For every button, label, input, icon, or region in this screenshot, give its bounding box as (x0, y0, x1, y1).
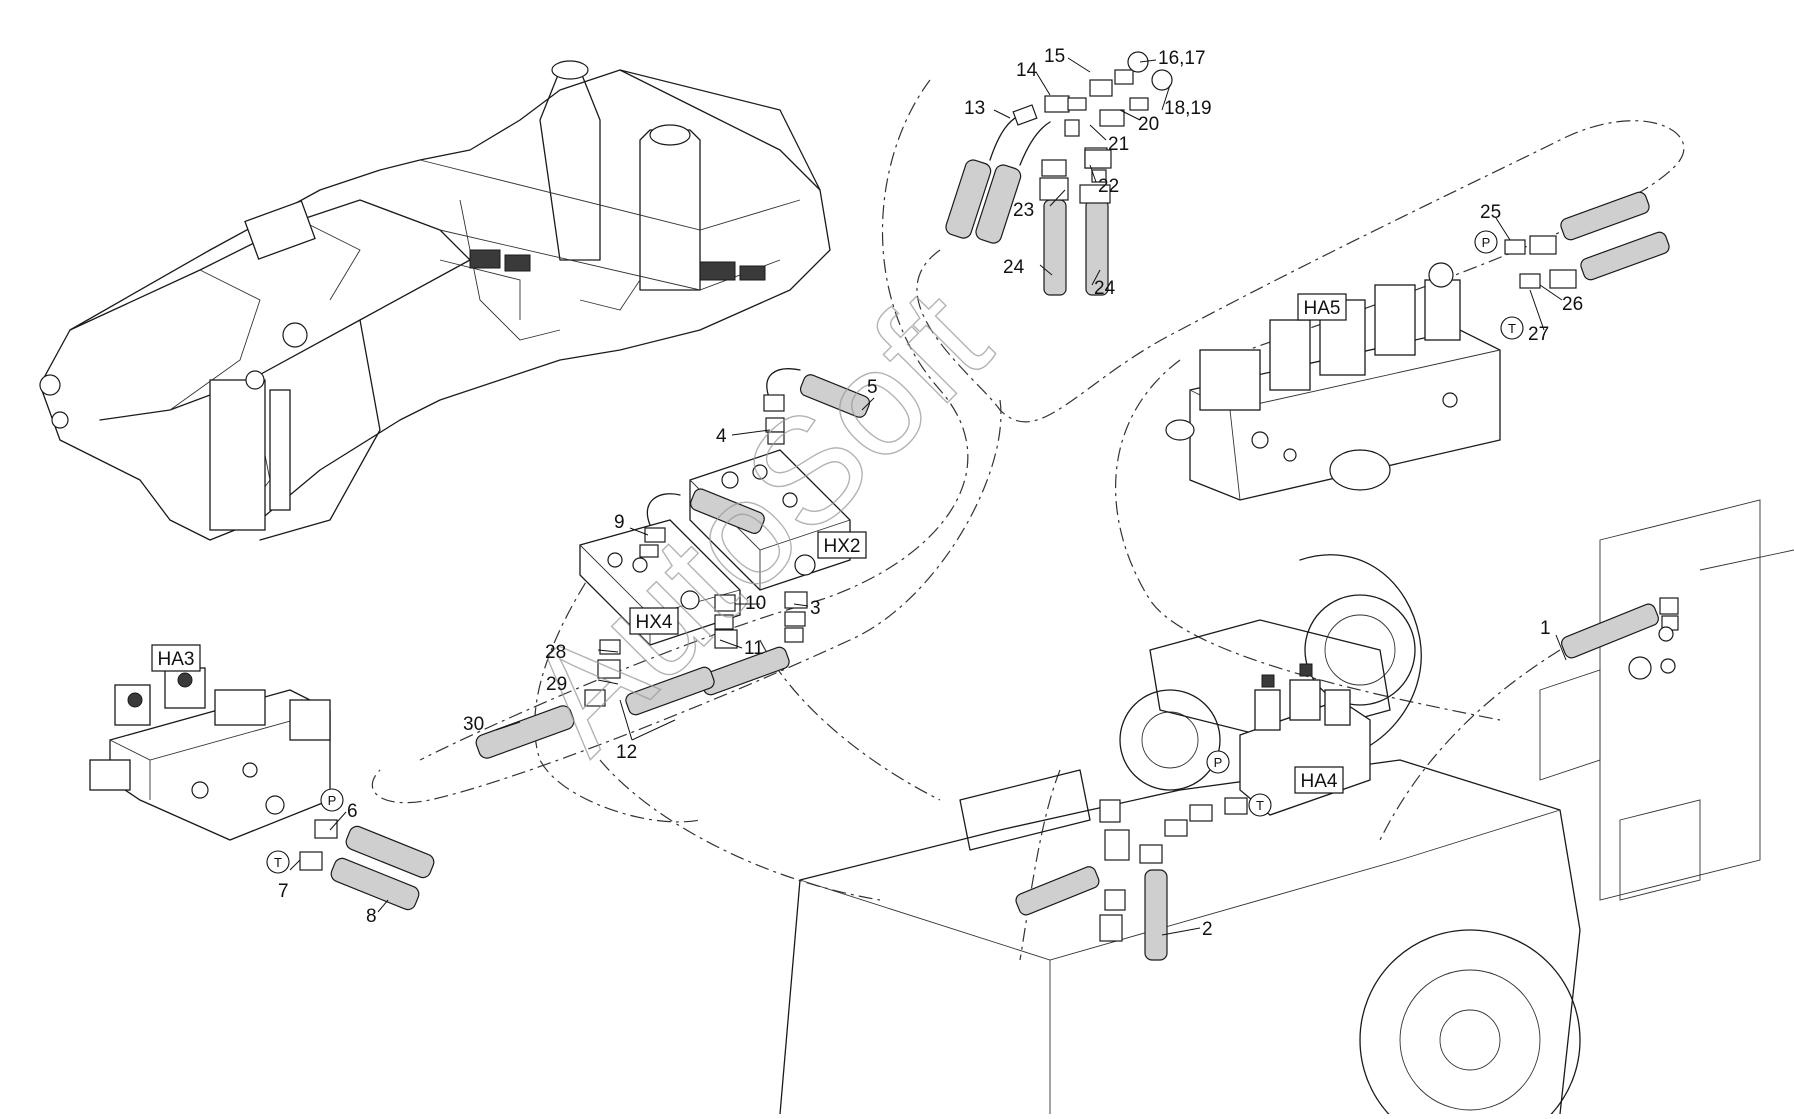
callout-1: 1 (1540, 618, 1551, 639)
port-marker-t-ha5: T (1500, 316, 1524, 340)
svg-text:P: P (1482, 235, 1491, 250)
ha5-supply-hoses (1504, 191, 1670, 289)
callout-9: 9 (614, 512, 625, 533)
svg-text:P: P (1214, 755, 1223, 770)
callout-4: 4 (716, 426, 727, 447)
callout-23: 23 (1013, 200, 1034, 221)
tag-hx2-text: HX2 (824, 536, 861, 557)
callout-15: 15 (1044, 46, 1065, 67)
port-marker-p-ha3: P (320, 788, 344, 812)
callout-6: 6 (347, 801, 358, 822)
svg-text:T: T (1508, 321, 1516, 336)
callout-22: 22 (1098, 176, 1119, 197)
callout-18-19: 18,19 (1164, 98, 1212, 119)
tag-ha3-text: HA3 (158, 649, 195, 670)
port-marker-t-ha3: T (266, 850, 290, 874)
valve-cluster-left (469, 249, 531, 272)
tag-ha5-text: HA5 (1304, 298, 1341, 319)
tag-hx4: HX4 (629, 607, 679, 635)
callout-5: 5 (867, 377, 878, 398)
tag-ha4-text: HA4 (1301, 771, 1338, 792)
callout-25: 25 (1480, 202, 1501, 223)
svg-text:T: T (274, 855, 282, 870)
upper-hose-group (945, 51, 1173, 296)
centre-hose-group (475, 368, 871, 759)
tag-hx4-text: HX4 (636, 612, 673, 633)
port-marker-p-ha4: P (1206, 750, 1230, 774)
callout-16-17: 16,17 (1158, 48, 1206, 69)
callout-24-left: 24 (1003, 257, 1025, 278)
ha3-valve-block (89, 667, 331, 841)
valve-cluster-right (699, 261, 766, 281)
callout-8: 8 (366, 906, 377, 927)
right-hose-1 (1561, 597, 1679, 680)
callout-3: 3 (810, 598, 821, 619)
callout-2: 2 (1202, 919, 1213, 940)
tag-ha3: HA3 (151, 644, 201, 672)
callout-21: 21 (1108, 134, 1129, 155)
tag-hx2: HX2 (817, 531, 867, 559)
callout-27: 27 (1528, 324, 1549, 345)
autosoft-watermark: AutoSoft (494, 257, 1020, 783)
callout-13: 13 (964, 98, 985, 119)
track-frame-lower-right (779, 499, 1794, 1119)
port-marker-t-ha4: T (1248, 793, 1272, 817)
callout-leaders (289, 57, 1567, 936)
callout-11: 11 (744, 638, 764, 659)
callout-30: 30 (463, 714, 484, 735)
callout-labels: 1 2 3 4 5 6 7 8 9 10 11 12 13 14 15 16,1… (278, 46, 1583, 940)
hx2-manifold (689, 449, 851, 591)
callout-29: 29 (546, 674, 567, 695)
ha4-connection-hoses (1015, 797, 1248, 961)
tag-ha4: HA4 (1294, 766, 1344, 794)
svg-text:T: T (1256, 798, 1264, 813)
callout-7: 7 (278, 881, 289, 902)
tag-ha5: HA5 (1297, 293, 1347, 321)
callout-24-right: 24 (1094, 278, 1116, 299)
callout-20: 20 (1138, 114, 1159, 135)
callout-28: 28 (545, 642, 566, 663)
port-marker-p-ha5: P (1474, 230, 1498, 254)
machine-chassis-frame (39, 60, 831, 541)
svg-text:P: P (328, 793, 337, 808)
callout-12: 12 (616, 742, 637, 763)
callout-26: 26 (1562, 294, 1583, 315)
ha3-supply-hoses (299, 819, 435, 911)
callout-14: 14 (1016, 60, 1038, 81)
callout-10: 10 (745, 593, 766, 614)
